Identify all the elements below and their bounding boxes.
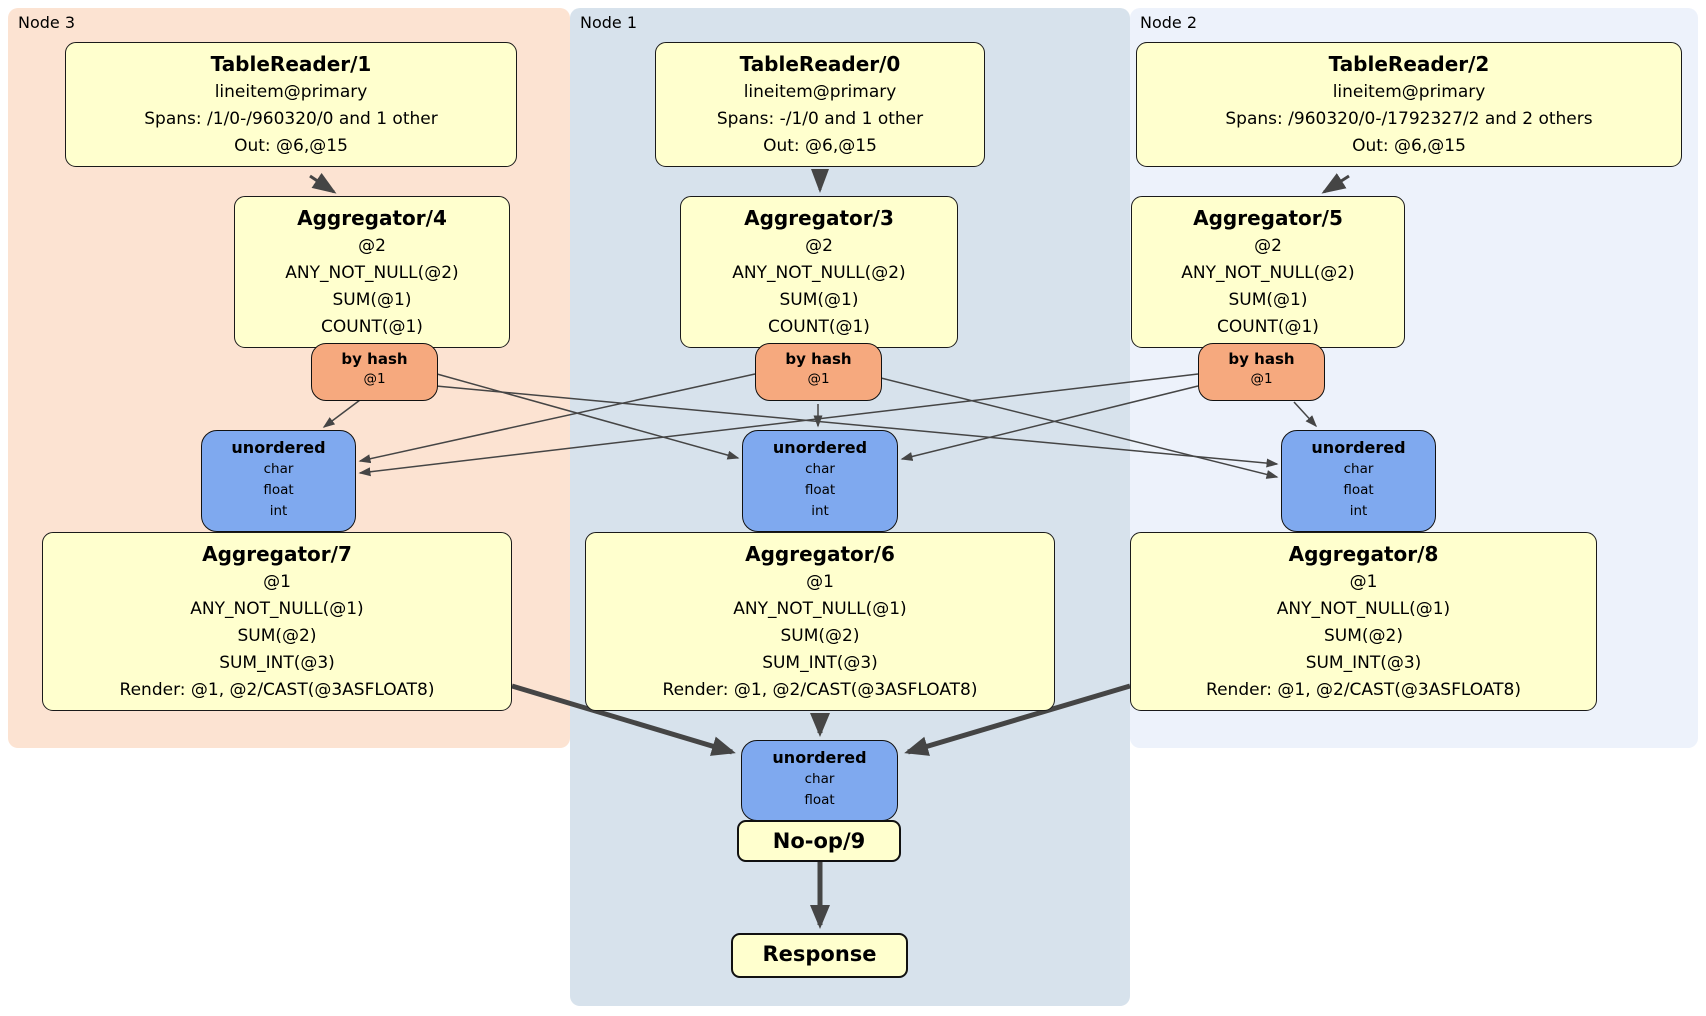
render-line: Render: @1, @2/CAST(@3ASFLOAT8)	[662, 680, 978, 700]
agg-line: ANY_NOT_NULL(@2)	[285, 263, 459, 283]
aggregator-box: Aggregator/5 @2 ANY_NOT_NULL(@2) SUM(@1)…	[1131, 196, 1405, 348]
agg-line: ANY_NOT_NULL(@2)	[1181, 263, 1355, 283]
router-key: @1	[807, 371, 830, 387]
sync-column: char	[1343, 461, 1374, 477]
processor-title: TableReader/1	[210, 52, 372, 76]
processor-title: Aggregator/5	[1193, 206, 1343, 230]
agg-line: COUNT(@1)	[321, 317, 423, 337]
index-line: lineitem@primary	[743, 82, 897, 102]
render-line: Render: @1, @2/CAST(@3ASFLOAT8)	[1206, 680, 1521, 700]
sync-type: unordered	[772, 438, 868, 457]
agg-line: SUM(@1)	[1228, 290, 1308, 310]
sync-column: char	[805, 461, 835, 477]
render-line: Render: @1, @2/CAST(@3ASFLOAT8)	[119, 680, 435, 700]
processor-title: Aggregator/7	[202, 542, 352, 566]
node-label: Node 1	[580, 13, 638, 32]
processor-title: Response	[762, 942, 877, 966]
group-key-line: @2	[358, 236, 386, 256]
agg-line: SUM(@1)	[779, 290, 859, 310]
hash-router: by hash @1	[311, 343, 438, 401]
agg-line: SUM(@2)	[780, 626, 860, 646]
table-reader-box: TableReader/1 lineitem@primary Spans: /1…	[65, 42, 517, 167]
sync-column: float	[804, 792, 835, 808]
agg-line: ANY_NOT_NULL(@1)	[190, 599, 364, 619]
sync-column: float	[263, 482, 294, 498]
table-reader-box: TableReader/2 lineitem@primary Spans: /9…	[1136, 42, 1682, 167]
agg-line: ANY_NOT_NULL(@2)	[732, 263, 906, 283]
agg-line: SUM_INT(@3)	[762, 653, 878, 673]
agg-line: SUM(@1)	[332, 290, 412, 310]
sync-column: char	[263, 461, 294, 477]
agg-line: SUM_INT(@3)	[1305, 653, 1422, 673]
agg-line: SUM_INT(@3)	[219, 653, 335, 673]
out-line: Out: @6,@15	[763, 136, 877, 156]
sync-column: int	[811, 503, 829, 519]
processor-title: TableReader/0	[739, 52, 901, 76]
group-key-line: @1	[1349, 572, 1378, 592]
router-key: @1	[363, 371, 386, 387]
unordered-sync: unordered char float int	[1281, 430, 1436, 532]
sync-column: int	[269, 503, 288, 519]
agg-line: SUM(@2)	[237, 626, 317, 646]
unordered-sync: unordered char float int	[201, 430, 356, 532]
table-reader-box: TableReader/0 lineitem@primary Spans: -/…	[655, 42, 985, 167]
node-label: Node 3	[18, 13, 76, 32]
router-type: by hash	[785, 350, 852, 368]
sync-column: char	[804, 771, 835, 787]
sync-type: unordered	[231, 438, 326, 457]
router-type: by hash	[341, 350, 408, 368]
sync-type: unordered	[1311, 438, 1406, 457]
out-line: Out: @6,@15	[234, 136, 348, 156]
agg-line: ANY_NOT_NULL(@1)	[1276, 599, 1451, 619]
group-key-line: @1	[806, 572, 834, 592]
group-key-line: @1	[263, 572, 291, 592]
hash-router: by hash @1	[1198, 343, 1325, 401]
group-key-line: @2	[1254, 236, 1282, 256]
sync-column: float	[1343, 482, 1374, 498]
processor-title: Aggregator/6	[745, 542, 895, 566]
aggregator-box: Aggregator/4 @2 ANY_NOT_NULL(@2) SUM(@1)…	[234, 196, 510, 348]
agg-line: ANY_NOT_NULL(@1)	[733, 599, 907, 619]
agg-line: SUM(@2)	[1324, 626, 1403, 646]
index-line: lineitem@primary	[1332, 82, 1486, 102]
aggregator-box: Aggregator/6 @1 ANY_NOT_NULL(@1) SUM(@2)…	[585, 532, 1055, 711]
processor-title: No-op/9	[772, 829, 866, 853]
out-line: Out: @6,@15	[1352, 136, 1466, 156]
unordered-sync: unordered char float int	[742, 430, 898, 532]
hash-router: by hash @1	[755, 343, 882, 401]
noop-box: No-op/9	[737, 820, 901, 862]
processor-title: Aggregator/4	[297, 206, 447, 230]
processor-title: Aggregator/8	[1288, 542, 1439, 566]
final-unordered-sync: unordered char float	[741, 740, 898, 821]
aggregator-box: Aggregator/8 @1 ANY_NOT_NULL(@1) SUM(@2)…	[1130, 532, 1597, 711]
spans-line: Spans: -/1/0 and 1 other	[716, 109, 924, 129]
processor-title: Aggregator/3	[744, 206, 894, 230]
group-key-line: @2	[805, 236, 833, 256]
node-label: Node 2	[1140, 13, 1198, 32]
aggregator-box: Aggregator/3 @2 ANY_NOT_NULL(@2) SUM(@1)…	[680, 196, 958, 348]
spans-line: Spans: /1/0-/960320/0 and 1 other	[144, 109, 438, 129]
sync-column: float	[804, 482, 836, 498]
sync-type: unordered	[772, 748, 867, 767]
agg-line: COUNT(@1)	[1217, 317, 1319, 337]
router-type: by hash	[1228, 350, 1295, 368]
response-box: Response	[731, 933, 908, 978]
agg-line: COUNT(@1)	[768, 317, 870, 337]
spans-line: Spans: /960320/0-/1792327/2 and 2 others	[1225, 109, 1593, 129]
router-key: @1	[1250, 371, 1273, 387]
aggregator-box: Aggregator/7 @1 ANY_NOT_NULL(@1) SUM(@2)…	[42, 532, 512, 711]
processor-title: TableReader/2	[1328, 52, 1490, 76]
sync-column: int	[1349, 503, 1368, 519]
index-line: lineitem@primary	[214, 82, 368, 102]
